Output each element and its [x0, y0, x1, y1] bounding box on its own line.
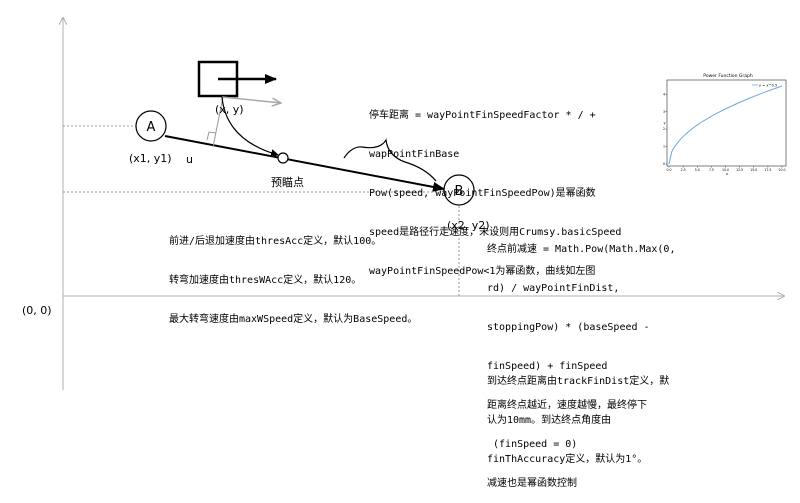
acceleration-note: 前进/后退加速度由thresAcc定义，默认100。 转弯加速度由thresWA… — [169, 209, 417, 339]
y-tick-label: 0 — [663, 162, 665, 166]
x-tick-label: 20.0 — [778, 168, 785, 172]
perpendicular-line — [212, 96, 224, 148]
stop-distance-brace — [343, 138, 437, 182]
x-tick-label: 2.5 — [681, 168, 686, 172]
path-diagram: A B (x1, y1) (x2, y2) (x, y) u (0, 0) 预瞄… — [22, 0, 800, 390]
chart-ylabel: y — [664, 121, 667, 125]
aim-point-marker — [277, 152, 289, 164]
power-function-chart: Power Function Graph 0 1 2 3 4 0.0 2.5 5.0 7.5 1… — [662, 72, 790, 176]
note-line: speed是路径行走速度，未设则用Crumsy.basicSpeed — [369, 227, 622, 238]
note-line: finThAccuracy定义，默认为1°。 — [487, 454, 648, 465]
y-tick-label: 4 — [663, 92, 665, 96]
note-line: wapPointFinBase — [369, 149, 460, 160]
y-tick-label: 3 — [663, 110, 665, 114]
trajectory-curve — [221, 96, 279, 157]
point-b-label: B — [455, 184, 464, 199]
stop-distance-note: 停车距离 = wayPointFinSpeedFactor * / + wapP… — [369, 83, 621, 291]
chart-series-line — [668, 85, 783, 165]
u-label: u — [186, 153, 193, 166]
note-line: 终点前减速 = Math.Pow(Math.Max(0, — [487, 244, 676, 255]
note-line: 最大转弯速度由maxWSpeed定义，默认为BaseSpeed。 — [169, 314, 418, 325]
note-line: wayPointFinSpeedPow<1为幂函数，曲线如左图 — [369, 266, 596, 277]
note-line: rd) / wayPointFinDist, — [487, 283, 620, 294]
note-line: 到达终点距离由trackFinDist定义，默 — [487, 376, 670, 387]
x-tick-label: 15.0 — [750, 168, 757, 172]
point-a-label: A — [147, 120, 156, 135]
x-tick-label: 0.0 — [666, 168, 671, 172]
a-coords-label: (x1, y1) — [129, 152, 172, 165]
x-tick-label: 10.0 — [722, 168, 729, 172]
aim-point-label: 预瞄点 — [271, 176, 304, 189]
y-tick-label: 1 — [663, 145, 665, 149]
right-angle-mark — [206, 131, 217, 141]
chart-xlabel: x — [726, 172, 729, 176]
note-line: Pow(speed, wayPointFinSpeedPow)是幂函数 — [369, 188, 596, 199]
arrival-note: 到达终点距离由trackFinDist定义，默 认为10mm。到达终点角度由 f… — [487, 349, 669, 479]
chart-title: Power Function Graph — [703, 73, 753, 79]
y-tick-label: 2 — [663, 127, 665, 131]
robot-coords-label: (x, y) — [215, 103, 244, 116]
note-line: 停车距离 = wayPointFinSpeedFactor * / + — [369, 110, 596, 121]
x-tick-label: 5.0 — [695, 168, 700, 172]
path-segment — [164, 135, 445, 192]
note-line: 转弯加速度由thresWAcc定义，默认120。 — [169, 275, 362, 286]
note-line: stoppingPow) * (baseSpeed - — [487, 322, 650, 333]
note-line: 前进/后退加速度由thresAcc定义，默认100。 — [169, 236, 382, 247]
chart-plot-area — [666, 79, 787, 167]
b-coords-label: (x2, y2) — [447, 219, 490, 232]
x-tick-label: 17.5 — [764, 168, 771, 172]
origin-label: (0, 0) — [22, 304, 52, 317]
legend-label: y = x^0.5 — [759, 83, 777, 87]
point-b-circle — [443, 174, 475, 206]
x-tick-label: 12.5 — [736, 168, 743, 172]
x-tick-label: 7.5 — [709, 168, 714, 172]
note-line: 认为10mm。到达终点角度由 — [487, 415, 612, 426]
point-a-circle — [135, 110, 167, 142]
gray-direction-arrow — [221, 96, 281, 103]
note-line: finSpeed) + finSpeed — [487, 361, 608, 372]
